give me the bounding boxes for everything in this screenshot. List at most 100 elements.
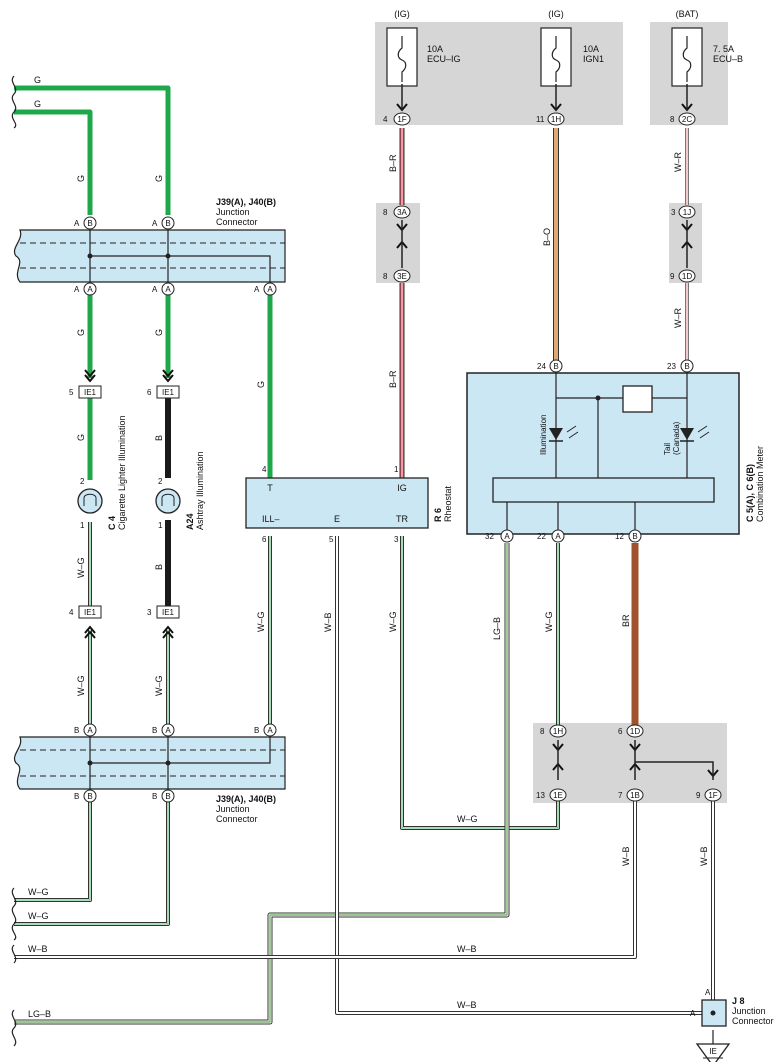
- svg-text:6: 6: [618, 727, 623, 736]
- pin-1f-top: 1F: [393, 112, 411, 126]
- svg-text:9: 9: [670, 272, 675, 281]
- svg-text:G: G: [154, 175, 164, 182]
- pin-b-12: B: [628, 529, 642, 543]
- pin-3e: 3E: [393, 269, 411, 283]
- rheostat-box: [245, 477, 429, 529]
- connector-links: [401, 84, 714, 780]
- fuse-1-supply: (IG): [394, 9, 410, 19]
- svg-text:W–B: W–B: [621, 846, 631, 866]
- fuse-3-supply: (BAT): [676, 9, 699, 19]
- combination-meter: [466, 372, 740, 535]
- svg-text:13: 13: [536, 791, 545, 800]
- wire-labels: G G G G G G G B G W–G B W–G W–G W–G W–B …: [28, 75, 709, 1019]
- svg-text:G: G: [76, 175, 86, 182]
- svg-text:3: 3: [671, 208, 676, 217]
- svg-text:12: 12: [615, 532, 624, 541]
- pin-j-bot-a3: A: [263, 723, 277, 737]
- meter-name: Combination Meter: [755, 446, 765, 522]
- pin-1h-top: 1H: [547, 112, 565, 126]
- svg-text:IE1: IE1: [84, 608, 97, 617]
- svg-text:B–R: B–R: [388, 370, 398, 388]
- rheostat-pin-e: E: [334, 514, 340, 524]
- wire-wg-group: [14, 522, 560, 926]
- svg-text:B–O: B–O: [542, 228, 552, 246]
- junction-connector-bottom: [14, 736, 286, 790]
- pin-j-bot-b2: B: [161, 789, 175, 803]
- svg-text:1F: 1F: [397, 115, 406, 124]
- svg-text:G: G: [256, 381, 266, 388]
- svg-text:G: G: [154, 329, 164, 336]
- fuse-3-name: ECU–B: [713, 54, 743, 64]
- svg-text:5: 5: [69, 388, 74, 397]
- rheostat-pin-ig: IG: [397, 483, 407, 493]
- pin-1j: 1J: [678, 205, 696, 219]
- svg-text:1D: 1D: [682, 272, 692, 281]
- ie1-connectors: IE1 IE1 IE1 IE1: [78, 385, 180, 619]
- pin-1e: 1E: [549, 788, 567, 802]
- j8-line1: Junction: [732, 1006, 766, 1016]
- wire-g-top: [14, 85, 273, 480]
- fuse-ecu-ig: [386, 27, 418, 87]
- ashtray-code: A24: [185, 513, 195, 530]
- svg-text:2: 2: [158, 477, 163, 486]
- svg-text:W–B: W–B: [457, 944, 477, 954]
- svg-text:W–G: W–G: [256, 611, 266, 632]
- fuse-ecu-b: [671, 27, 703, 87]
- pin-j-top-b2: B: [161, 216, 175, 230]
- svg-text:3: 3: [394, 535, 399, 544]
- pin-numbers: 4 11 8 8 8 3 9 24 23 32 22 12 8 6 13 7 9…: [69, 115, 711, 1018]
- pin-3a: 3A: [393, 205, 411, 219]
- svg-text:B: B: [152, 792, 157, 801]
- j8-junction: [701, 999, 727, 1027]
- svg-text:8: 8: [670, 115, 675, 124]
- fuse-2-supply: (IG): [548, 9, 564, 19]
- rheostat-pin-t: T: [267, 483, 273, 493]
- svg-text:B: B: [165, 792, 170, 801]
- svg-text:G: G: [76, 434, 86, 441]
- junction-bottom-line1: Junction: [216, 804, 250, 814]
- pin-j-bot-b1: B: [83, 789, 97, 803]
- cig-lighter-code: C 4: [107, 516, 117, 530]
- svg-text:23: 23: [667, 362, 676, 371]
- svg-text:B: B: [632, 532, 637, 541]
- svg-text:A: A: [705, 988, 711, 997]
- svg-text:4: 4: [383, 115, 388, 124]
- svg-text:22: 22: [537, 532, 546, 541]
- svg-text:3E: 3E: [397, 272, 407, 281]
- pin-j-bot-a1: A: [83, 723, 97, 737]
- svg-text:W–B: W–B: [28, 944, 48, 954]
- svg-text:A: A: [165, 726, 171, 735]
- svg-text:A: A: [267, 285, 273, 294]
- svg-text:7: 7: [618, 791, 623, 800]
- pin-1d-top: 1D: [678, 269, 696, 283]
- fuse-2-rating: 10A: [583, 44, 599, 54]
- svg-text:G: G: [34, 99, 41, 109]
- svg-text:W–G: W–G: [388, 611, 398, 632]
- svg-text:6: 6: [147, 388, 152, 397]
- svg-text:6: 6: [262, 535, 267, 544]
- svg-text:B: B: [154, 564, 164, 570]
- pin-b-24: B: [549, 359, 563, 373]
- ground-label: IE: [709, 1047, 717, 1056]
- pin-j-top-a3: A: [263, 282, 277, 296]
- svg-text:1H: 1H: [553, 727, 563, 736]
- svg-text:W–B: W–B: [457, 1000, 477, 1010]
- junction-top-code: J39(A), J40(B): [216, 197, 276, 207]
- svg-text:W–G: W–G: [76, 675, 86, 696]
- j8-line2: Connector: [732, 1016, 774, 1026]
- svg-text:11: 11: [536, 115, 545, 124]
- svg-text:G: G: [76, 329, 86, 336]
- junction-top-line2: Connector: [216, 217, 258, 227]
- svg-text:W–G: W–G: [28, 911, 49, 921]
- svg-text:B: B: [154, 435, 164, 441]
- svg-text:W–B: W–B: [699, 846, 709, 866]
- svg-text:4: 4: [262, 465, 267, 474]
- pin-1h-lower: 1H: [549, 724, 567, 738]
- svg-text:W–G: W–G: [28, 887, 49, 897]
- svg-text:BR: BR: [621, 614, 631, 627]
- svg-text:IE1: IE1: [162, 388, 175, 397]
- pin-a-22: A: [551, 529, 565, 543]
- lamp-cigarette-lighter: [77, 488, 103, 514]
- rheostat-pin-tr: TR: [396, 514, 408, 524]
